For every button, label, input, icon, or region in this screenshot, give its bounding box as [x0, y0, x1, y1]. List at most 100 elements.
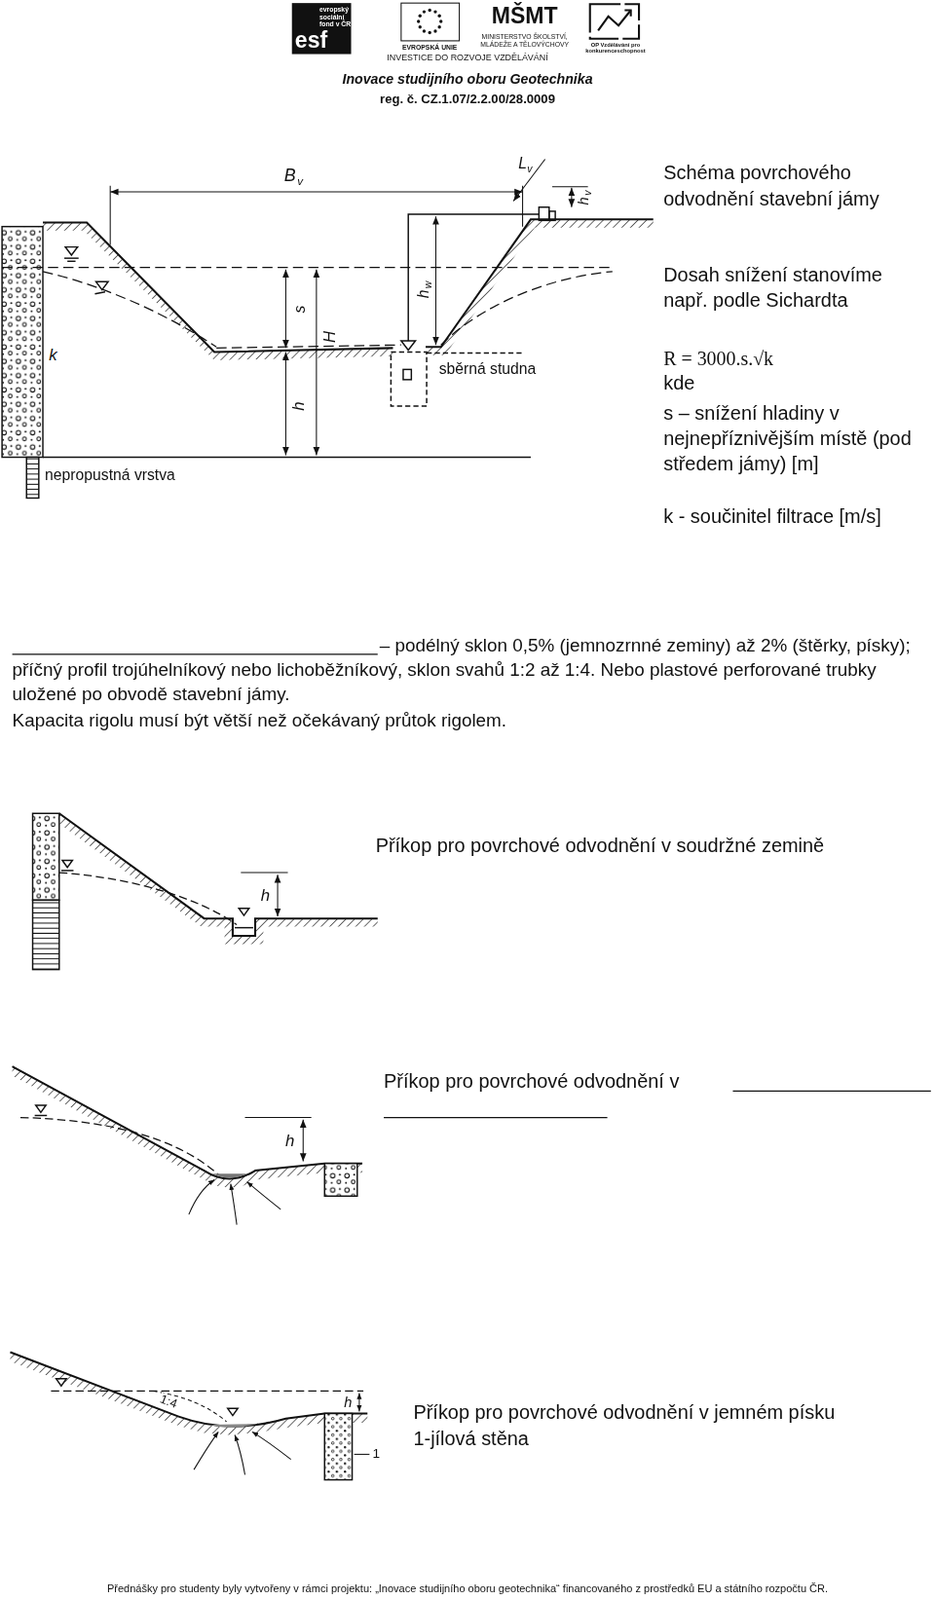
pit-section-part: [96, 281, 110, 290]
pit-section-part: [42, 456, 531, 458]
pit-section-part: [522, 186, 524, 227]
body-text: s – snížení hladiny v nejnepříznivějším …: [663, 400, 932, 478]
project-logos: [292, 2, 639, 54]
ditch-cohesive-soil-part: [62, 860, 73, 867]
dimension-label: h: [289, 401, 308, 411]
dimension-label: h: [343, 1394, 352, 1412]
dimension-label: s: [290, 305, 308, 314]
pit-section-part: [64, 257, 79, 259]
ditch-second-part: [35, 1115, 48, 1117]
body-text: Dosah snížení stanovíme např. podle Sich…: [663, 261, 932, 313]
fill-in-blank: [12, 654, 932, 1119]
pit-section-part: [552, 186, 589, 187]
dimension-label: h: [413, 289, 432, 299]
ditch-cohesive-soil-part: [240, 872, 288, 874]
ditch-fine-sand-part: [358, 1393, 360, 1413]
eu-stars-part: [418, 25, 422, 29]
logo-text: esf: [295, 27, 328, 54]
pit-section-part: [403, 369, 412, 379]
footer-note: Přednášky pro studenty byly vytvořeny v …: [107, 1581, 828, 1595]
dimension-label: B: [284, 165, 297, 186]
dimension-label: h: [574, 196, 592, 205]
pit-section: [1, 158, 654, 498]
ditch-second-part: [188, 1179, 215, 1215]
pit-section-part: [1, 266, 613, 268]
eu-stars-part: [439, 19, 443, 23]
body-text: kde: [663, 373, 695, 396]
ditch-fine-sand-part: [9, 1352, 368, 1436]
ditch-second-part: [230, 1184, 237, 1226]
pit-section-part: [425, 219, 654, 355]
dimension-subscript: v: [297, 175, 303, 188]
ditch-fine-sand-part: [234, 1434, 245, 1475]
project-logos-part: [401, 2, 460, 41]
ditch-cohesive-soil-part: [277, 874, 279, 917]
ditch-second: [12, 1066, 363, 1225]
eu-stars-part: [433, 9, 437, 13]
ditch-fine-sand-part: [227, 1408, 238, 1416]
figure-caption: 1-jílová stěna: [412, 1427, 528, 1451]
pit-section-part: [67, 261, 75, 262]
ditch-second-part: [36, 1105, 46, 1113]
eu-stars-part: [437, 14, 441, 18]
ditch-cohesive-soil-part: [33, 813, 60, 900]
dimension-subscript: v: [526, 163, 532, 176]
ditch-fine-sand: [9, 1352, 370, 1481]
dimension-label: H: [320, 331, 339, 343]
pit-section-part: [216, 344, 402, 348]
pit-section-part: [1, 226, 43, 458]
ditch-fine-sand-part: [152, 1390, 226, 1422]
body-paragraph: – podélný sklon 0,5% (jemnozrnné zeminy)…: [12, 633, 932, 707]
pit-section-part: [42, 219, 654, 352]
ditch-second-part: [12, 1066, 363, 1189]
ditch-cohesive-soil-part: [61, 869, 75, 871]
project-heading: reg. č. CZ.1.07/2.2.00/28.0009: [379, 91, 556, 107]
ditch-second-part: [212, 1173, 248, 1178]
dimension-label: h: [285, 1131, 295, 1151]
pit-section-part: [285, 269, 287, 349]
fill-in-blank-part: [732, 1090, 931, 1092]
ditch-fine-sand-part: [354, 1454, 371, 1456]
pit-section-part: [401, 340, 416, 350]
fill-in-blank-part: [383, 1117, 608, 1119]
ditch-fine-sand-part: [56, 1379, 67, 1386]
ditch-fine-sand-part: [193, 1431, 219, 1470]
ditch-cohesive-soil-part: [234, 927, 254, 929]
pit-section-part: [390, 352, 427, 408]
ditch-second-part: [324, 1163, 358, 1197]
ditch-cohesive-soil-part: [59, 813, 378, 936]
project-heading: INVESTICE DO ROZVOJE VZDĚLÁVÁNÍ: [386, 52, 548, 63]
ditch-fine-sand-part: [209, 1423, 258, 1428]
project-heading: Inovace studijního oboru Geotechnika: [341, 71, 593, 87]
eu-stars: [416, 8, 443, 35]
ditch-second-part: [247, 1182, 282, 1210]
pit-section-part: [538, 207, 549, 222]
eu-stars-part: [422, 29, 426, 33]
ditch-fine-sand-part: [324, 1413, 352, 1480]
body-text: k - součinitel filtrace [m/s]: [663, 505, 882, 528]
pit-section-part: [65, 247, 78, 256]
pit-section-part: [426, 352, 524, 354]
logo-text: evropský sociální fond v ČR: [319, 4, 351, 29]
pit-section-part: [26, 457, 39, 499]
pit-section-part: [435, 216, 437, 345]
body-paragraph: Kapacita rigolu musí být větší než očeká…: [12, 708, 932, 733]
pit-section-part: [110, 191, 523, 193]
ditch-cohesive-soil-part: [238, 908, 249, 916]
formula: R = 3000.s.√k: [663, 347, 774, 371]
eu-stars-part: [433, 29, 437, 33]
eu-stars-part: [422, 9, 426, 13]
ditch-fine-sand-part: [252, 1431, 292, 1459]
pit-section-part: [549, 211, 556, 221]
slope-label: 1:4: [156, 1392, 180, 1414]
ditch-second-part: [12, 1066, 363, 1179]
part-label: sběrná studna: [439, 359, 537, 377]
project-logos-part: [624, 9, 631, 16]
ditch-second-part: [302, 1120, 304, 1162]
pit-section-part: [315, 269, 317, 456]
logo-text: MŠMT: [491, 2, 559, 30]
fill-in-blank-part: [12, 653, 378, 655]
